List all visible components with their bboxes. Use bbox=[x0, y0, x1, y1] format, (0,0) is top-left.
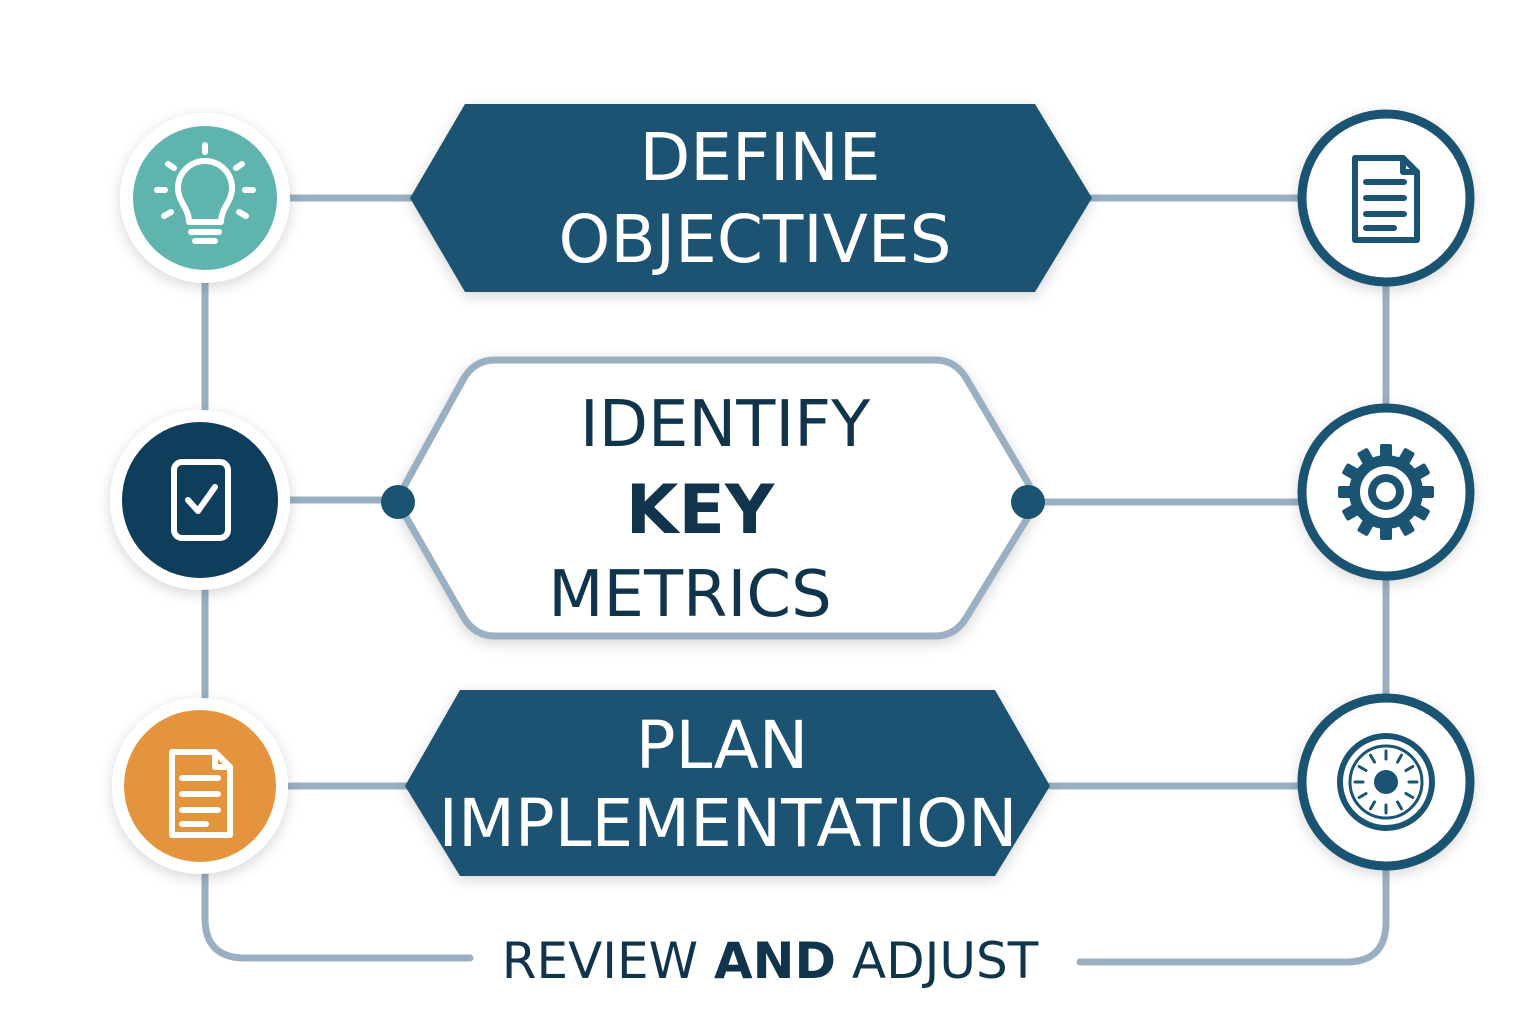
review-part1: REVIEW bbox=[502, 932, 714, 990]
checklist-icon-badge bbox=[110, 410, 290, 590]
lightbulb-icon bbox=[154, 142, 256, 244]
identify-line1: IDENTIFY bbox=[580, 388, 871, 462]
dial-icon bbox=[1337, 733, 1435, 831]
connector-node-right bbox=[1011, 485, 1045, 519]
review-part3: ADJUST bbox=[836, 932, 1039, 990]
connector-node-left bbox=[381, 485, 415, 519]
step-plan-implementation: PLAN IMPLEMENTATION bbox=[405, 690, 1050, 876]
identify-line3: METRICS bbox=[548, 558, 831, 632]
gear-icon bbox=[1338, 444, 1434, 540]
step-define-objectives: DEFINE OBJECTIVES bbox=[410, 104, 1092, 292]
identify-line2: KEY bbox=[626, 471, 775, 550]
connector-lines bbox=[201, 194, 1390, 966]
plan-line2: IMPLEMENTATION bbox=[438, 785, 1017, 862]
step-identify-key-metrics: IDENTIFY KEY METRICS bbox=[381, 356, 1045, 640]
define-line2: OBJECTIVES bbox=[558, 201, 951, 278]
document-icon-badge-right bbox=[1297, 109, 1475, 287]
checklist-icon bbox=[171, 459, 231, 541]
dial-icon-badge bbox=[1297, 693, 1475, 871]
document-icon-badge-left bbox=[112, 698, 288, 874]
define-line1: DEFINE bbox=[639, 119, 880, 196]
gear-icon-badge bbox=[1297, 403, 1475, 581]
document-icon bbox=[169, 749, 233, 838]
lightbulb-icon-badge bbox=[120, 113, 290, 283]
plan-line1: PLAN bbox=[636, 707, 809, 784]
step-review-and-adjust: REVIEW AND ADJUST bbox=[502, 932, 1039, 990]
document-icon bbox=[1352, 155, 1420, 243]
review-part2: AND bbox=[714, 932, 836, 990]
